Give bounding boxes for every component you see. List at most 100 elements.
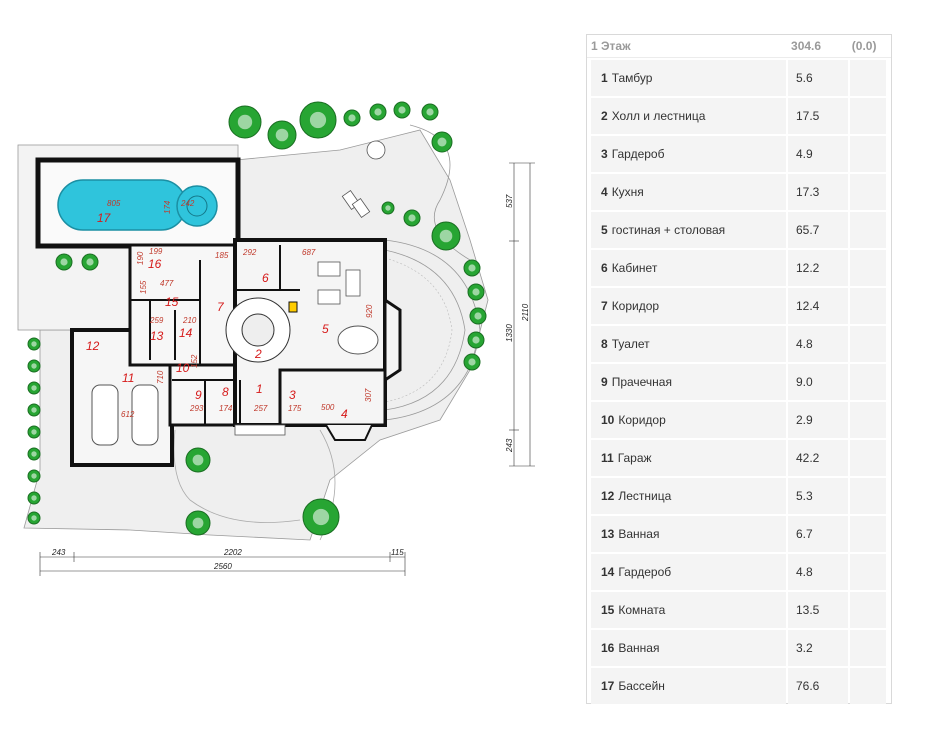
room-number: 10 [601, 413, 615, 427]
room-label: 7 [217, 300, 225, 314]
tree-highlight [348, 114, 356, 122]
room-dimension: 292 [242, 248, 257, 257]
room-area: 12.4 [796, 299, 820, 313]
room-name: Ванная [618, 641, 660, 655]
room-dimension: 293 [189, 404, 204, 413]
room-number: 13 [601, 527, 615, 541]
room-area-cell: 17.5 [788, 98, 848, 134]
dimension-label: 243 [505, 438, 514, 453]
room-area-cell: 17.3 [788, 174, 848, 210]
room-dimension: 612 [121, 410, 135, 419]
room-empty-cell [850, 98, 886, 134]
room-name: Кухня [611, 185, 644, 199]
tree-highlight [472, 288, 480, 296]
room-label: 12 [86, 339, 100, 353]
room-area-cell: 3.2 [788, 630, 848, 666]
room-empty-cell [850, 250, 886, 286]
tree-highlight [437, 137, 447, 147]
dimension-label: 537 [505, 194, 514, 208]
tree-highlight [408, 214, 416, 222]
tree-highlight [60, 258, 68, 266]
room-dimension: 477 [160, 279, 174, 288]
room-area: 6.7 [796, 527, 813, 541]
dimension-lines-right: 537 1330 243 2110 [505, 162, 535, 467]
room-area-cell: 4.9 [788, 136, 848, 172]
room-area: 76.6 [796, 679, 820, 693]
room-number: 8 [601, 337, 608, 351]
tree-highlight [312, 508, 330, 526]
room-dimension: 174 [163, 200, 172, 214]
floor-plan: 17 16 15 13 14 12 11 10 9 8 1 2 3 4 5 6 … [17, 101, 535, 576]
tree-highlight [31, 429, 37, 435]
room-area: 65.7 [796, 223, 820, 237]
room-name: Гардероб [618, 565, 672, 579]
room-number: 17 [601, 679, 615, 693]
room-empty-cell [850, 60, 886, 96]
room-empty-cell [850, 212, 886, 248]
floor-total-area: 304.6 [791, 39, 822, 53]
tree-highlight [86, 258, 94, 266]
room-area-cell: 12.2 [788, 250, 848, 286]
tree-highlight [275, 128, 289, 142]
tree-highlight [31, 515, 37, 521]
room-dimension: 920 [365, 304, 374, 318]
room-area: 3.2 [796, 641, 813, 655]
room-name: Коридор [611, 299, 660, 313]
tree-highlight [31, 473, 37, 479]
dimension-lines-bottom: 243 2202 115 2560 [39, 548, 406, 576]
room-empty-cell [850, 478, 886, 514]
dimension-label: 2560 [213, 562, 232, 571]
room-name: Гардероб [611, 147, 665, 161]
room-number: 15 [601, 603, 615, 617]
room-empty-cell [850, 440, 886, 476]
room-label: 1 [256, 382, 263, 396]
room-area-cell: 5.3 [788, 478, 848, 514]
dimension-label: 1330 [505, 324, 514, 342]
tree-highlight [192, 454, 204, 466]
room-empty-cell [850, 592, 886, 628]
room-dimension: 710 [156, 370, 165, 384]
room-number: 14 [601, 565, 615, 579]
room-dimension: 199 [149, 247, 163, 256]
room-area-cell: 6.7 [788, 516, 848, 552]
tree-highlight [439, 229, 453, 243]
room-area-cell: 9.0 [788, 364, 848, 400]
room-label: 5 [322, 322, 329, 336]
floor-label: 1 Этаж [591, 39, 631, 53]
landscape-trees [27, 101, 487, 536]
room-label: 14 [179, 326, 193, 340]
room-number: 4 [601, 185, 608, 199]
room-number: 2 [601, 109, 608, 123]
tree-highlight [468, 264, 476, 272]
room-dimension: 687 [302, 248, 316, 257]
tree-highlight [468, 358, 476, 366]
room-area: 13.5 [796, 603, 820, 617]
tree-highlight [426, 108, 434, 116]
pool-area [35, 157, 241, 249]
room-number: 9 [601, 375, 608, 389]
room-area-cell: 13.5 [788, 592, 848, 628]
room-label: 6 [262, 271, 269, 285]
room-label: 10 [176, 361, 190, 375]
room-name: Тамбур [611, 71, 653, 85]
dimension-label: 2110 [521, 303, 530, 322]
room-labels: 17 16 15 13 14 12 11 10 9 8 1 2 3 4 5 6 … [86, 211, 348, 421]
